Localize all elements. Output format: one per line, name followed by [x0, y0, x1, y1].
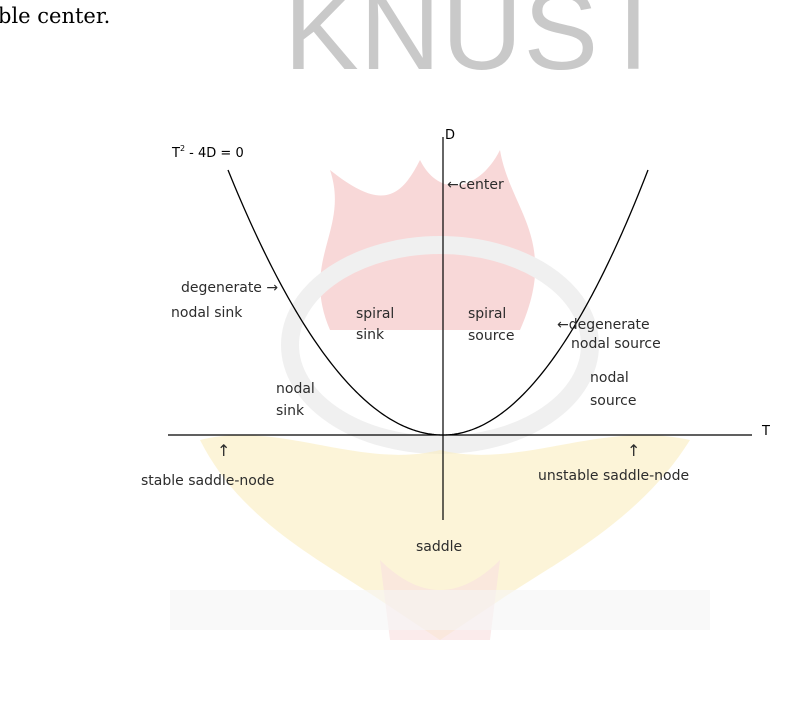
- nodal-source-label-1: nodal: [590, 370, 629, 386]
- spiral-source-label-1: spiral: [468, 306, 507, 322]
- spiral-source-label-2: source: [468, 328, 515, 344]
- watermark-text: KNUST: [284, 0, 669, 93]
- t-axis-label: T: [762, 424, 770, 439]
- nodal-sink-label-1: nodal: [276, 381, 315, 397]
- degenerate-nodal-source-label-1: ←degenerate: [557, 317, 650, 333]
- curve-equation: T2 - 4D = 0: [172, 144, 244, 161]
- stable-saddle-node-arrow-icon: ↑: [217, 441, 231, 460]
- degenerate-nodal-sink-label-1: degenerate →: [181, 280, 279, 296]
- nodal-sink-label-2: sink: [276, 403, 305, 419]
- saddle-label: saddle: [416, 539, 463, 555]
- crest-watermark-icon: [170, 150, 710, 640]
- unstable-saddle-node-label: unstable saddle-node: [538, 468, 690, 484]
- degenerate-nodal-source-label-2: nodal source: [571, 336, 661, 352]
- degenerate-nodal-sink-label-2: nodal sink: [171, 305, 243, 321]
- spiral-sink-label-1: spiral: [356, 306, 395, 322]
- stable-saddle-node-label: stable saddle-node: [141, 473, 275, 489]
- spiral-sink-label-2: sink: [356, 327, 385, 343]
- nodal-source-label-2: source: [590, 393, 637, 409]
- parabola-curve: [227, 169, 649, 436]
- d-axis-label: D: [445, 128, 456, 143]
- page-text-snippet: ble center.: [0, 4, 111, 28]
- unstable-saddle-node-arrow-icon: ↑: [627, 441, 641, 460]
- center-label: ←center: [447, 177, 504, 193]
